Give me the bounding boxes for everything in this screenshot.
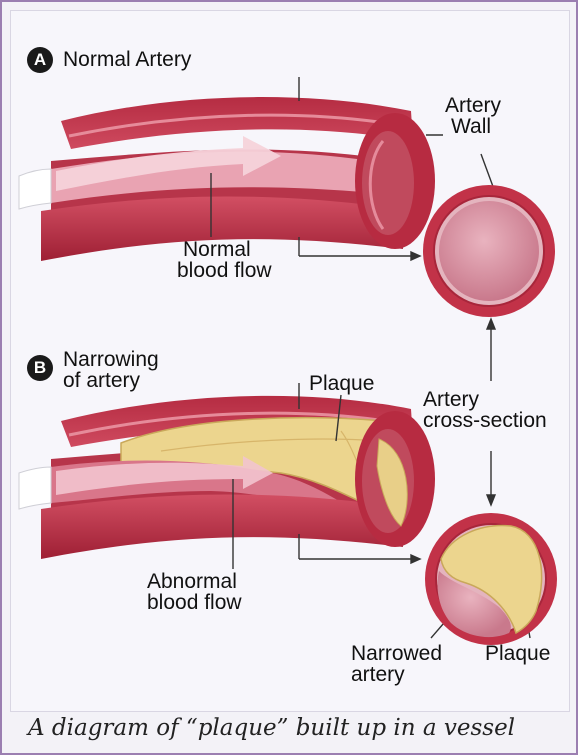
narrowed-artery-label: Narrowed artery [351,643,442,685]
normal-flow-label-line1: Normal [177,239,272,260]
normal-artery-vessel [19,97,435,261]
artery-wall-label: Artery Wall [445,95,501,137]
normal-artery-tail [19,169,51,209]
narrowed-artery-label-line2: artery [351,664,442,685]
normal-flow-label: Normal blood flow [177,239,272,281]
panel-b-title-line1: Narrowing [63,349,159,370]
figure-caption: A diagram of “plaque” built up in a vess… [28,715,515,741]
narrowed-artery-label-line1: Narrowed [351,643,442,664]
narrowed-artery-bottom-wall [41,494,403,559]
normal-artery-top-wall [61,97,413,149]
panel-b-title-line2: of artery [63,370,159,391]
panel-b-badge: B [27,355,53,381]
cross-section-label-line2: cross-section [423,410,547,431]
diagram-panel: A Normal Artery Artery Wall Normal blood… [10,10,570,712]
panel-a-title: Normal Artery [63,49,191,70]
panel-b-title: Narrowing of artery [63,349,159,391]
plaque-label: Plaque [309,373,374,394]
abnormal-flow-label-line2: blood flow [147,592,242,613]
normal-cross-section [423,185,555,317]
artery-wall-label-line1: Artery [445,95,501,116]
artery-wall-label-line2: Wall [445,116,501,137]
abnormal-flow-label-line1: Abnormal [147,571,242,592]
cross-section-label: Artery cross-section [423,389,547,431]
panel-a-badge: A [27,47,53,73]
normal-flow-label-line2: blood flow [177,260,272,281]
cross-section-label-line1: Artery [423,389,547,410]
plaque-cross-label: Plaque [485,643,550,664]
narrowed-artery-vessel [19,396,435,559]
abnormal-flow-label: Abnormal blood flow [147,571,242,613]
narrowed-cross-section [425,513,557,645]
